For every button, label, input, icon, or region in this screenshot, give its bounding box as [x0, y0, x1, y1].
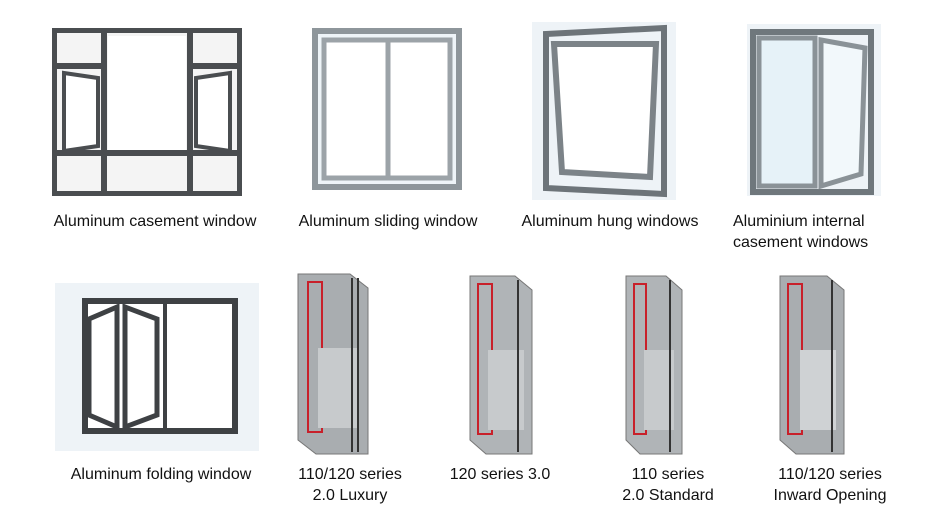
profile-110-120-luxury-image[interactable] — [288, 268, 383, 460]
caption-line: Inward Opening — [773, 487, 887, 504]
caption-line: 120 series 3.0 — [449, 466, 551, 483]
caption-line: Aluminum casement window — [53, 213, 257, 230]
caption-line: Aluminium internal — [733, 213, 865, 230]
hung-window-image[interactable] — [532, 22, 676, 200]
caption-line: casement windows — [733, 234, 869, 251]
caption-line: Aluminum hung windows — [521, 213, 699, 230]
casement-window-image[interactable] — [52, 28, 242, 196]
product-caption: Aluminum sliding window — [283, 211, 493, 232]
sliding-window-image[interactable] — [312, 28, 462, 190]
caption-line: 110/120 series — [298, 466, 402, 483]
caption-line: 2.0 Luxury — [312, 487, 388, 504]
product-caption: Aluminum casement window — [40, 211, 270, 232]
caption-line: Aluminum folding window — [70, 466, 252, 483]
caption-line: 110 series — [631, 466, 705, 483]
folding-window-image[interactable] — [55, 283, 259, 451]
caption-line: 2.0 Standard — [622, 487, 714, 504]
profile-120-3-0-image[interactable] — [460, 270, 545, 460]
caption-line: 110/120 series — [778, 466, 882, 483]
caption-line: Aluminum sliding window — [298, 213, 478, 230]
internal-casement-window-image[interactable] — [747, 24, 881, 196]
product-caption: Aluminum folding window — [56, 464, 266, 485]
product-caption: 120 series 3.0 — [430, 464, 570, 485]
product-caption: Aluminum hung windows — [505, 211, 715, 232]
product-caption: Aluminium internal casement windows — [733, 211, 913, 253]
profile-110-standard-image[interactable] — [618, 270, 693, 460]
product-caption: 110/120 series 2.0 Luxury — [270, 464, 430, 506]
product-caption: 110 series 2.0 Standard — [598, 464, 738, 506]
profile-inward-opening-image[interactable] — [772, 270, 857, 460]
